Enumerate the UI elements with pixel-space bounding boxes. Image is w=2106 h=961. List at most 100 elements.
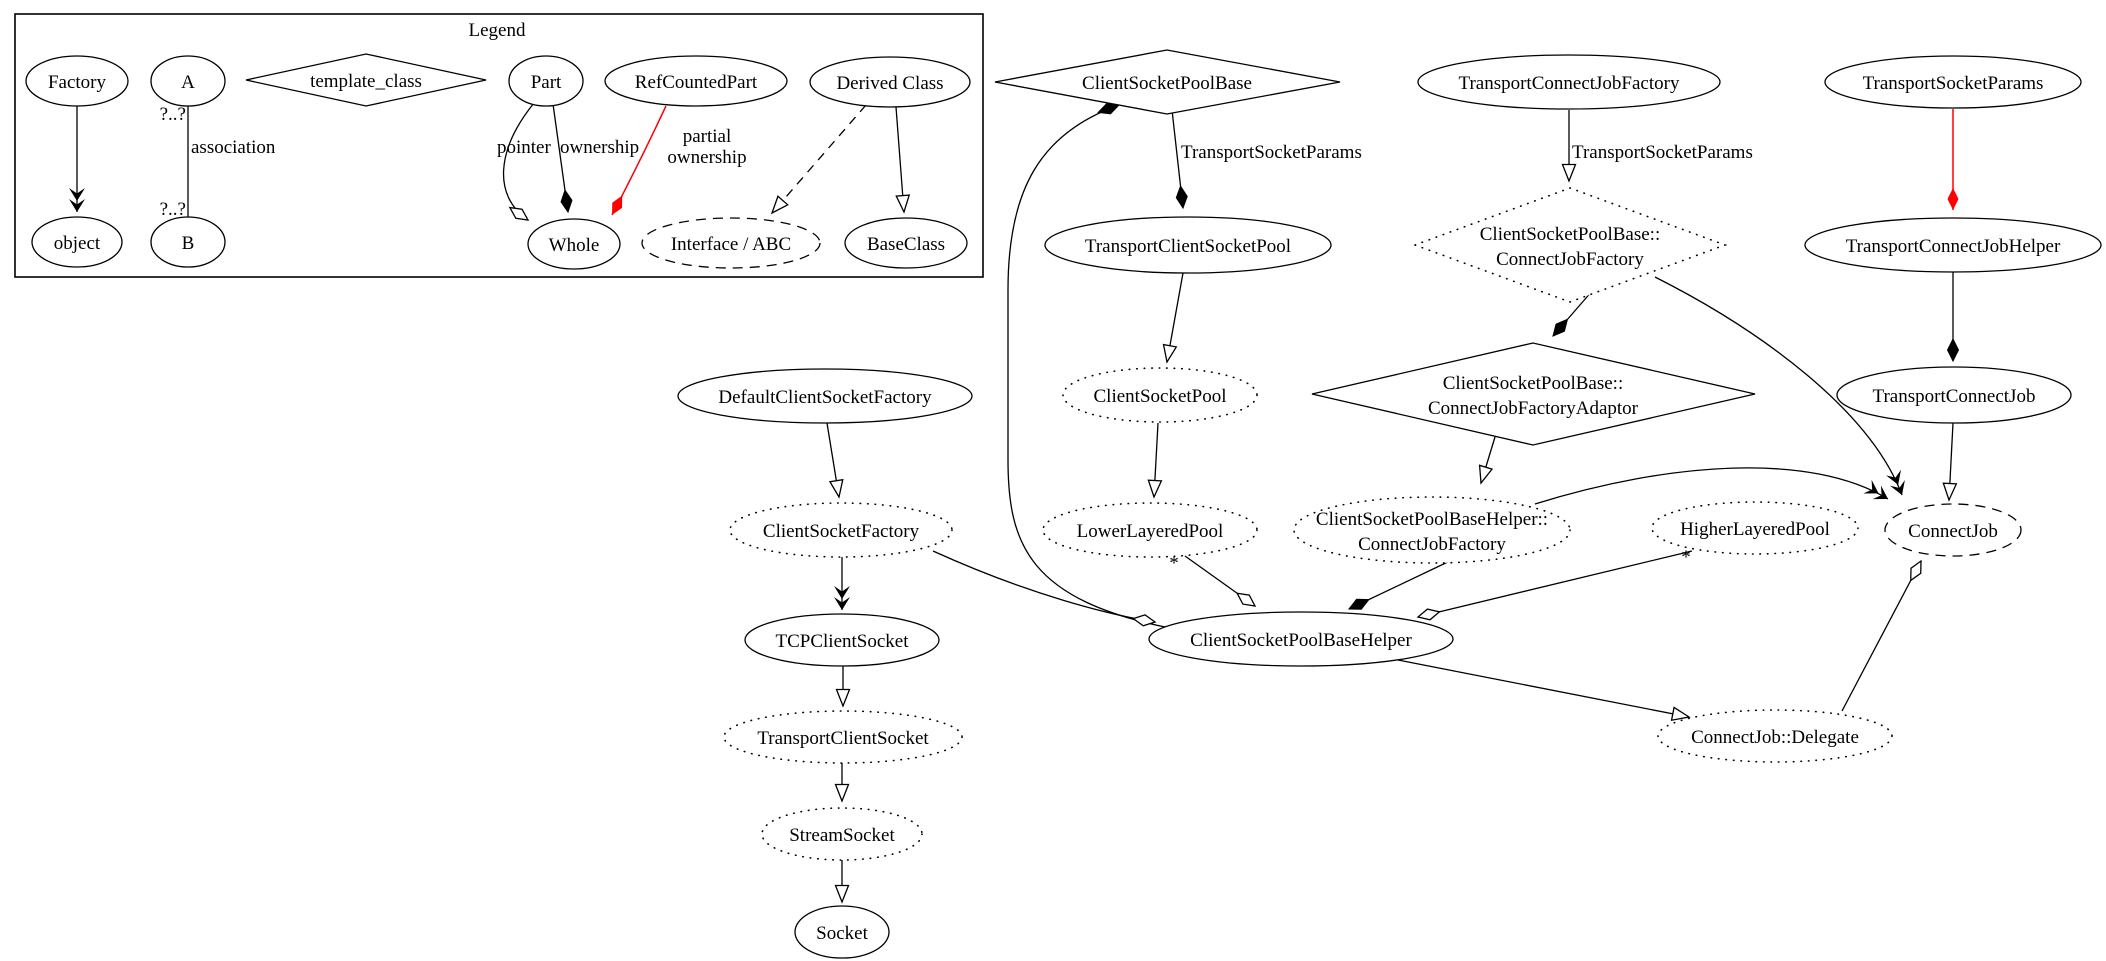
node-transportconnectjob: TransportConnectJob xyxy=(1836,366,2072,424)
edge-helper-implements-connectjob-delegate xyxy=(1397,659,1691,722)
node-refcountedpart-label: RefCountedPart xyxy=(635,72,758,93)
node-template-class: template_class xyxy=(245,53,487,107)
node-transportclientsocketpool-label: TransportClientSocketPool xyxy=(1085,236,1291,257)
node-cspb-connectjobfactory: ClientSocketPoolBase:: ConnectJobFactory xyxy=(1412,187,1728,303)
nodes-layer: Factory object A B template_class Part W… xyxy=(25,49,2102,959)
node-cspb-connectjobfactoryadaptor-label-line1: ClientSocketPoolBase:: xyxy=(1443,373,1624,394)
node-connectjob-label: ConnectJob xyxy=(1908,521,1998,542)
edge-label-multiplicity-top: ?..? xyxy=(160,104,186,125)
node-transportsocketparams: TransportSocketParams xyxy=(1824,55,2082,109)
node-socket-label: Socket xyxy=(816,923,868,944)
node-clientsocketpoolbase: ClientSocketPoolBase xyxy=(994,49,1341,115)
edge-helper-cjf-creates-connectjob xyxy=(1534,467,1889,505)
node-clientsocketpoolbase-label: ClientSocketPoolBase xyxy=(1082,73,1252,94)
node-connectjob-delegate: ConnectJob::Delegate xyxy=(1657,709,1893,763)
node-baseclass-label: BaseClass xyxy=(867,234,945,255)
node-transportconnectjobfactory: TransportConnectJobFactory xyxy=(1417,54,1721,110)
node-b-label: B xyxy=(182,233,195,254)
legend-frame xyxy=(14,13,984,278)
node-socket: Socket xyxy=(794,905,890,959)
node-cspb-connectjobfactoryadaptor-label-line2: ConnectJobFactoryAdaptor xyxy=(1428,398,1639,419)
edge-label-template-param-pool: TransportSocketParams xyxy=(1181,142,1362,163)
edge-label-association: association xyxy=(191,137,276,158)
node-whole: Whole xyxy=(527,218,621,270)
edge-cspb-owned-by-transportclientsocketpool xyxy=(1171,109,1188,210)
edge-label-lower-pool-multiplicity: * xyxy=(1169,553,1179,574)
edge-label-pointer: pointer xyxy=(497,137,551,158)
legend-title: Legend xyxy=(469,20,526,41)
node-clientsocketpool: ClientSocketPool xyxy=(1062,367,1258,423)
node-a: A xyxy=(150,55,226,107)
node-higherlayeredpool: HigherLayeredPool xyxy=(1651,501,1859,555)
edges-layer xyxy=(69,102,1960,904)
node-higherlayeredpool-label: HigherLayeredPool xyxy=(1680,519,1830,540)
node-interface-abc: Interface / ABC xyxy=(641,217,821,269)
edge-label-template-param-factory: TransportSocketParams xyxy=(1572,142,1753,163)
node-template-class-label: template_class xyxy=(310,71,422,92)
node-clientsocketpoolbasehelper: ClientSocketPoolBaseHelper xyxy=(1148,611,1454,667)
edge-cspb-cjf-creates-connectjob xyxy=(1654,276,1905,496)
edge-helper-pointer-higherlayeredpool xyxy=(1416,550,1693,621)
node-transportclientsocket: TransportClientSocket xyxy=(723,710,963,764)
edge-label-ownership: ownership xyxy=(560,137,639,158)
node-clientsocketpoolbasehelper-label: ClientSocketPoolBaseHelper xyxy=(1190,630,1412,651)
node-a-label: A xyxy=(181,72,195,93)
node-streamsocket: StreamSocket xyxy=(761,807,923,861)
edge-part-pointer-whole xyxy=(502,102,535,221)
node-interface-abc-label: Interface / ABC xyxy=(671,234,791,255)
node-connectjob: ConnectJob xyxy=(1884,503,2022,557)
edge-cspb-cjf-owned-by-adaptor xyxy=(1552,289,1594,337)
node-lowerlayeredpool: LowerLayeredPool xyxy=(1042,502,1258,558)
edge-labels-layer: ?..? association ?..? pointer ownership … xyxy=(160,104,1753,574)
node-transportclientsocket-label: TransportClientSocket xyxy=(757,728,929,749)
node-cspb-connectjobfactoryadaptor: ClientSocketPoolBase:: ConnectJobFactory… xyxy=(1311,342,1756,446)
node-helper-connectjobfactory-label-line1: ClientSocketPoolBaseHelper:: xyxy=(1316,509,1548,530)
node-tcpclientsocket-label: TCPClientSocket xyxy=(776,631,910,652)
node-transportclientsocketpool: TransportClientSocketPool xyxy=(1044,216,1332,274)
node-object-label: object xyxy=(54,233,101,254)
edge-label-partial-line2: ownership xyxy=(667,147,746,168)
edge-derivedclass-implements-interface xyxy=(770,104,867,215)
node-transportsocketparams-label: TransportSocketParams xyxy=(1863,73,2044,94)
edge-helper-owned-by-cspb xyxy=(1007,102,1171,629)
edge-clientsocketpool-extends-lowerlayeredpool xyxy=(1147,422,1163,499)
edge-connectjob-pointer-delegate xyxy=(1841,559,1922,712)
node-cspb-connectjobfactory-label-line2: ConnectJobFactory xyxy=(1496,249,1644,270)
edge-refcountedpart-partial-ownership-whole xyxy=(611,105,667,216)
node-cspb-connectjobfactory-label-line1: ClientSocketPoolBase:: xyxy=(1480,224,1661,245)
node-transportconnectjobfactory-label: TransportConnectJobFactory xyxy=(1459,73,1680,94)
node-helper-connectjobfactory: ClientSocketPoolBaseHelper:: ConnectJobF… xyxy=(1293,496,1571,564)
node-clientsocketpool-label: ClientSocketPool xyxy=(1094,386,1227,407)
edge-label-higher-pool-multiplicity: * xyxy=(1681,547,1691,568)
node-defaultclientsocketfactory: DefaultClientSocketFactory xyxy=(677,368,973,424)
node-object: object xyxy=(31,216,123,268)
node-part-label: Part xyxy=(531,72,562,93)
node-derived-class: Derived Class xyxy=(809,56,971,108)
node-b: B xyxy=(150,216,226,268)
node-baseclass: BaseClass xyxy=(844,217,968,269)
edge-helper-pointer-lowerlayeredpool xyxy=(1184,555,1257,607)
edge-defaultclientsocketfactory-implements-clientsocketfactory xyxy=(826,422,844,499)
node-clientsocketfactory-label: ClientSocketFactory xyxy=(763,521,920,542)
node-helper-connectjobfactory-label-line2: ConnectJobFactory xyxy=(1358,534,1506,555)
node-transportconnectjob-label: TransportConnectJob xyxy=(1873,386,2036,407)
node-lowerlayeredpool-label: LowerLayeredPool xyxy=(1077,521,1224,542)
node-whole-label: Whole xyxy=(549,235,600,256)
node-refcountedpart: RefCountedPart xyxy=(604,55,788,107)
edge-derivedclass-extends-baseclass xyxy=(895,106,911,214)
edge-helper-pointer-clientsocketfactory xyxy=(932,550,1157,627)
node-tcpclientsocket: TCPClientSocket xyxy=(744,613,940,667)
node-connectjob-delegate-label: ConnectJob::Delegate xyxy=(1691,727,1859,748)
edge-label-partial-line1: partial xyxy=(683,126,732,147)
node-defaultclientsocketfactory-label: DefaultClientSocketFactory xyxy=(718,387,932,408)
edge-helper-cjf-owned-by-helper xyxy=(1347,559,1453,610)
edge-transportconnectjob-extends-connectjob xyxy=(1942,422,1958,502)
edge-label-multiplicity-bottom: ?..? xyxy=(160,199,186,220)
node-transportconnectjobhelper: TransportConnectJobHelper xyxy=(1804,217,2102,273)
edge-part-ownership-whole xyxy=(552,103,573,214)
edge-adaptor-implements-helper-cjf xyxy=(1478,436,1496,485)
node-factory-label: Factory xyxy=(48,72,107,93)
node-streamsocket-label: StreamSocket xyxy=(789,825,895,846)
